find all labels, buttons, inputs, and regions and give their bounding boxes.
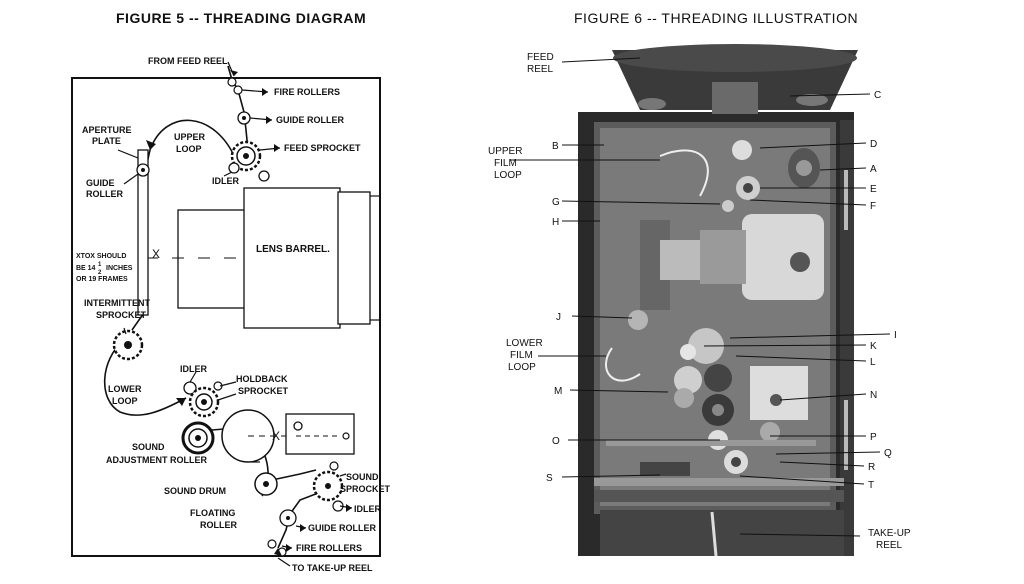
label-j: J (556, 312, 561, 323)
label-upper-film-3: LOOP (494, 170, 522, 181)
upper-loop-arrow (146, 140, 156, 150)
label-sound-sprocket-2: SPROCKET (340, 484, 391, 494)
label-l: L (870, 357, 876, 368)
guide-roller-top-shape (237, 111, 251, 125)
label-guide: GUIDE (86, 178, 115, 188)
guide-roller-left-shape (136, 163, 150, 177)
threading-diagram: FROM FEED REEL FIRE ROLLERS GUIDE ROLLER… (71, 56, 391, 573)
label-sound-drum: SOUND DRUM (164, 486, 226, 496)
label-n: N (870, 390, 877, 401)
label-e: E (870, 184, 877, 195)
label-idler-top: IDLER (212, 176, 240, 186)
label-h: H (552, 217, 559, 228)
sound-drum-shape (221, 409, 290, 463)
label-x-right: X (272, 429, 280, 443)
label-lower-film-2: FILM (510, 350, 533, 361)
projector-photo (578, 44, 858, 557)
figure-6-title: FIGURE 6 -- THREADING ILLUSTRATION (574, 10, 859, 26)
label-lower-film-3: LOOP (508, 362, 536, 373)
feed-sprocket-shape (230, 140, 262, 172)
label-upper-film-1: UPPER (488, 146, 522, 157)
label-idler-low: IDLER (354, 504, 382, 514)
label-lower: LOWER (108, 384, 142, 394)
label-x-to-x-frac-num: 1 (98, 262, 102, 268)
fig6-leader-lines (510, 57, 891, 537)
label-q: Q (884, 448, 892, 459)
label-plate: PLATE (92, 136, 121, 146)
label-x-to-x-2a: BE 14 (76, 265, 96, 272)
label-guide-roller-top: GUIDE ROLLER (276, 115, 345, 125)
label-p: P (870, 432, 877, 443)
lower-loop-arrow (176, 398, 186, 406)
label-roller-floating: ROLLER (200, 520, 237, 530)
guide-roller-low-shape (279, 509, 297, 527)
label-k: K (870, 341, 877, 352)
label-holdback: HOLDBACK (236, 374, 288, 384)
label-f: F (870, 201, 876, 212)
label-lower-film-1: LOWER (506, 338, 543, 349)
lens-barrel-shape (177, 187, 381, 329)
floating-roller-shape (254, 472, 278, 496)
label-aperture: APERTURE (82, 125, 132, 135)
exciter-lamp-box (285, 413, 355, 455)
label-s: S (546, 473, 553, 484)
label-adjustment-roller: ADJUSTMENT ROLLER (106, 455, 208, 465)
label-loop-upper: LOOP (176, 144, 202, 154)
label-sprocket-intermittent: SPROCKET (96, 310, 147, 320)
label-upper: UPPER (174, 132, 206, 142)
label-x-to-x-frac-den: 2 (98, 270, 102, 276)
label-b: B (552, 141, 559, 152)
label-fire-rollers-top: FIRE ROLLERS (274, 87, 340, 97)
label-sprocket-holdback: SPROCKET (238, 386, 289, 396)
label-sound: SOUND (132, 442, 165, 452)
idler-top-shape (228, 162, 270, 182)
sound-adjustment-roller-shape (181, 421, 215, 455)
holdback-sprocket-shape (188, 386, 220, 418)
label-takeup-2: REEL (876, 540, 903, 551)
label-upper-film-2: FILM (494, 158, 517, 169)
label-guide-roller-low: GUIDE ROLLER (308, 523, 377, 533)
label-r: R (868, 462, 875, 473)
label-idler-mid: IDLER (180, 364, 208, 374)
aperture-plate-shape (137, 149, 149, 316)
fire-rollers-top-shape (227, 77, 243, 95)
label-reel-feed: REEL (527, 64, 554, 75)
label-feed-sprocket: FEED SPROCKET (284, 143, 361, 153)
label-from-feed-reel: FROM FEED REEL (148, 56, 228, 66)
intermittent-sprocket-shape (112, 329, 144, 361)
label-sound-sprocket-1: SOUND (346, 472, 379, 482)
label-x-left: X (152, 247, 160, 261)
label-takeup-1: TAKE-UP (868, 528, 911, 539)
fig5-arrowheads (230, 70, 352, 556)
label-fire-rollers-bottom: FIRE ROLLERS (296, 543, 362, 553)
label-t: T (868, 480, 874, 491)
label-x-to-x-2b: INCHES (106, 265, 133, 272)
label-x-to-x-3: OR 19 FRAMES (76, 276, 128, 283)
label-o: O (552, 436, 560, 447)
label-m: M (554, 386, 562, 397)
label-c: C (874, 90, 881, 101)
label-a: A (870, 164, 877, 175)
label-to-takeup: TO TAKE-UP REEL (292, 563, 373, 573)
label-floating: FLOATING (190, 508, 235, 518)
label-roller: ROLLER (86, 189, 123, 199)
sound-sprocket-shape (312, 461, 344, 512)
figure-5-title: FIGURE 5 -- THREADING DIAGRAM (116, 10, 367, 26)
label-loop-lower: LOOP (112, 396, 138, 406)
label-feed: FEED (527, 52, 554, 63)
label-intermittent: INTERMITTENT (84, 298, 150, 308)
label-g: G (552, 197, 560, 208)
label-lens-barrel: LENS BARREL. (256, 244, 330, 255)
label-x-to-x-1: XTOX SHOULD (76, 253, 126, 260)
label-d: D (870, 139, 877, 150)
label-i: I (894, 330, 897, 341)
